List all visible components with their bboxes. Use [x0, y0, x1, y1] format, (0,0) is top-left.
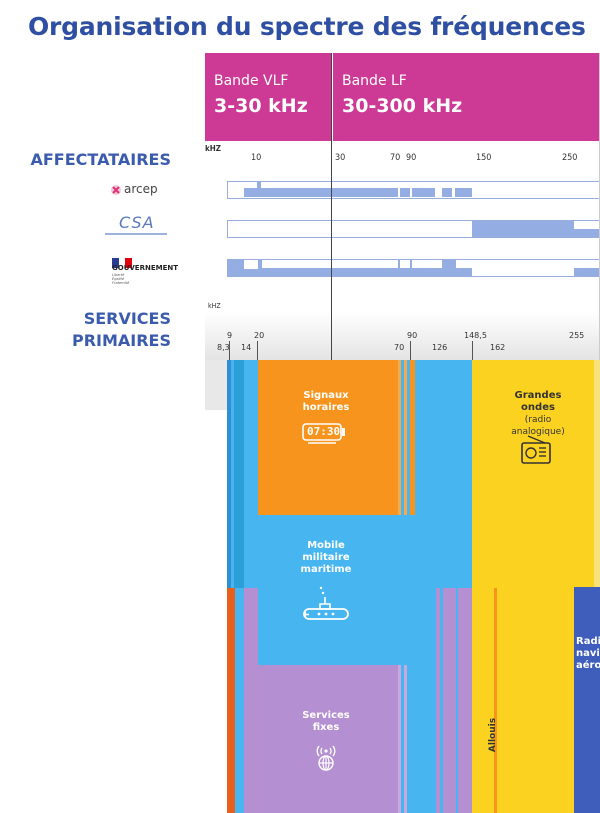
svc-lilac-stripe-1 [244, 588, 258, 813]
svc-grandes-ondes-edge [594, 360, 600, 587]
svc-tick-70: 70 [394, 343, 405, 352]
svc-stripe-blue [234, 360, 244, 588]
band-vlf-name: Bande VLF [214, 73, 289, 89]
track-gouv-gap-2 [262, 260, 398, 268]
svc-tick-20: 20 [254, 331, 265, 340]
fixes-label: Services fixes [302, 710, 350, 733]
allouis-label-wrap: Allouis [488, 717, 504, 758]
track-gouv-fill-2 [574, 268, 600, 276]
arcep-logo: arcep [110, 182, 166, 198]
allouis-label: Allouis [488, 717, 499, 753]
antenna-icon [313, 742, 339, 772]
svc-fixes-stripe-2 [404, 665, 407, 813]
tick-30: 30 [335, 153, 346, 163]
services-scale-band [205, 312, 600, 360]
tick-70: 70 [390, 153, 401, 163]
band-lf-name: Bande LF [342, 73, 407, 89]
services-unit: kHZ [208, 302, 221, 310]
tick-mark-9 [229, 341, 230, 360]
radio-navigation-label: Radi navig aéro [576, 636, 600, 671]
mobile-label: Mobile militaire maritime [300, 540, 352, 575]
french-flag-icon [112, 258, 132, 268]
tick-250: 250 [562, 153, 578, 163]
arcep-mark-icon [111, 185, 121, 195]
band-divider-30khz [331, 53, 332, 360]
csa-text: CSA [119, 213, 155, 232]
services-heading: SERVICES PRIMAIRES [71, 309, 171, 350]
svc-signaux-stripe-1 [398, 360, 401, 515]
tick-mark-20 [257, 341, 258, 360]
track-arcep-gap-1 [435, 186, 442, 198]
svc-signaux-stripe-3 [410, 360, 415, 515]
svc-tick-162: 162 [490, 343, 506, 352]
svc-tick-90: 90 [407, 331, 418, 340]
arcep-text: arcep [124, 182, 158, 196]
radio-icon [519, 434, 553, 466]
svc-allouis-line [494, 588, 497, 813]
clock-icon: 07:30 [302, 422, 348, 444]
svc-tick-9: 9 [227, 331, 233, 340]
svc-lilac-stripe-2 [436, 588, 440, 813]
svc-edge-blue [227, 360, 231, 588]
band-vlf-header: Bande VLF 3-30 kHz [205, 53, 331, 141]
track-arcep-gap-4 [410, 186, 412, 198]
track-gouv-gap-4 [412, 260, 442, 268]
svc-fixes-stripe-1 [398, 665, 401, 813]
csa-logo: CSA [105, 213, 167, 239]
track-csa-fill-2 [574, 229, 600, 237]
services-left-gray [205, 360, 227, 410]
affectataires-heading: AFFECTATAIRES [30, 150, 171, 169]
band-lf-header: Bande LF 30-300 kHz [333, 53, 600, 141]
band-vlf-range: 3-30 kHz [214, 95, 308, 117]
svc-tick-255: 255 [569, 331, 585, 340]
track-arcep-fill-peak [257, 182, 261, 188]
gouvernement-name: GOUVERNEMENT [112, 264, 178, 272]
svc-tick-148-5: 148,5 [464, 331, 487, 340]
svc-signaux-horaires [258, 360, 398, 515]
track-arcep-fill [244, 188, 472, 197]
page-title: Organisation du spectre des fréquences [28, 12, 586, 41]
svc-tick-14: 14 [241, 343, 252, 352]
svc-lilac-stripe-4 [458, 588, 472, 813]
gouvernement-motto: Liberté Égalité Fraternité [112, 273, 130, 285]
track-arcep-gap-2 [452, 186, 455, 198]
svc-signaux-stripe-2 [404, 360, 407, 515]
tick-150: 150 [476, 153, 492, 163]
tick-mark-148-5 [472, 341, 473, 360]
track-gouv-gap-1 [244, 260, 258, 269]
track-csa-fill [472, 221, 574, 237]
grandes-ondes-label: Grandes ondes (radio analogique) [511, 390, 565, 437]
affectataires-unit: kHZ [205, 144, 222, 153]
band-lf-range: 30-300 kHz [342, 95, 463, 117]
svc-tick-126: 126 [432, 343, 448, 352]
svc-dark-orange-stripe [227, 588, 235, 813]
tick-10: 10 [251, 153, 262, 163]
track-arcep-gap-3 [398, 186, 400, 198]
track-gouv-gap-5 [456, 260, 472, 268]
tick-mark-90 [410, 341, 411, 360]
gouvernement-logo: GOUVERNEMENT Liberté Égalité Fraternité [112, 253, 184, 293]
csa-underline [105, 233, 167, 235]
clock-text: 07:30 [307, 425, 341, 438]
signaux-label: Signaux horaires [302, 390, 350, 413]
svc-tick-8-3: 8,3 [217, 343, 230, 352]
submarine-icon [303, 585, 351, 625]
svc-services-fixes [258, 665, 398, 813]
svc-lilac-stripe-3 [443, 588, 456, 813]
svc-radio-navigation [574, 587, 600, 813]
track-gouv-gap-3 [400, 260, 410, 268]
tick-90: 90 [406, 153, 417, 163]
